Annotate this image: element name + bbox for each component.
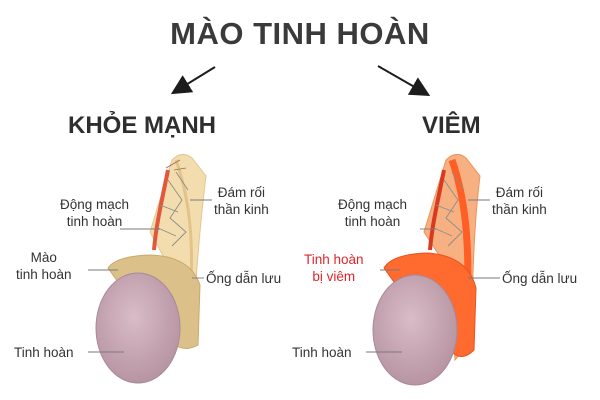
healthy-epididymis-label: Mào tinh hoàn <box>16 250 72 282</box>
healthy-testis <box>95 272 181 384</box>
inflamed-artery-label: Động mạch tinh hoàn <box>338 197 408 229</box>
healthy-artery-label: Động mạch tinh hoàn <box>60 197 130 229</box>
healthy-testis-label: Tinh hoàn <box>14 345 74 360</box>
inflamed-leader-lines <box>366 199 500 353</box>
healthy-leader-lines <box>88 199 212 353</box>
arrow-left <box>170 66 216 95</box>
healthy-heading: KHỎE MẠNH <box>68 112 216 139</box>
arrow-right <box>377 65 431 96</box>
inflamed-plexus-label: Đám rối thần kinh <box>492 185 547 217</box>
inflamed-testis-label: Tinh hoàn <box>292 345 352 360</box>
diagram-title: MÀO TINH HOÀN <box>170 16 430 51</box>
healthy-anatomy <box>95 154 207 384</box>
healthy-vas-deferens-label: Ống dẫn lưu <box>206 271 282 286</box>
inflamed-artery <box>428 169 446 251</box>
inflamed-anatomy <box>372 154 481 386</box>
healthy-artery <box>152 169 170 251</box>
inflamed-testis-highlight-label: Tinh hoàn bị viêm <box>304 252 364 284</box>
healthy-plexus-label: Đám rối thần kinh <box>214 185 269 217</box>
inflamed-heading: VIÊM <box>422 112 481 139</box>
inflamed-vas-deferens-label: Ống dẫn lưu <box>502 271 578 286</box>
inflamed-testis <box>372 274 458 386</box>
